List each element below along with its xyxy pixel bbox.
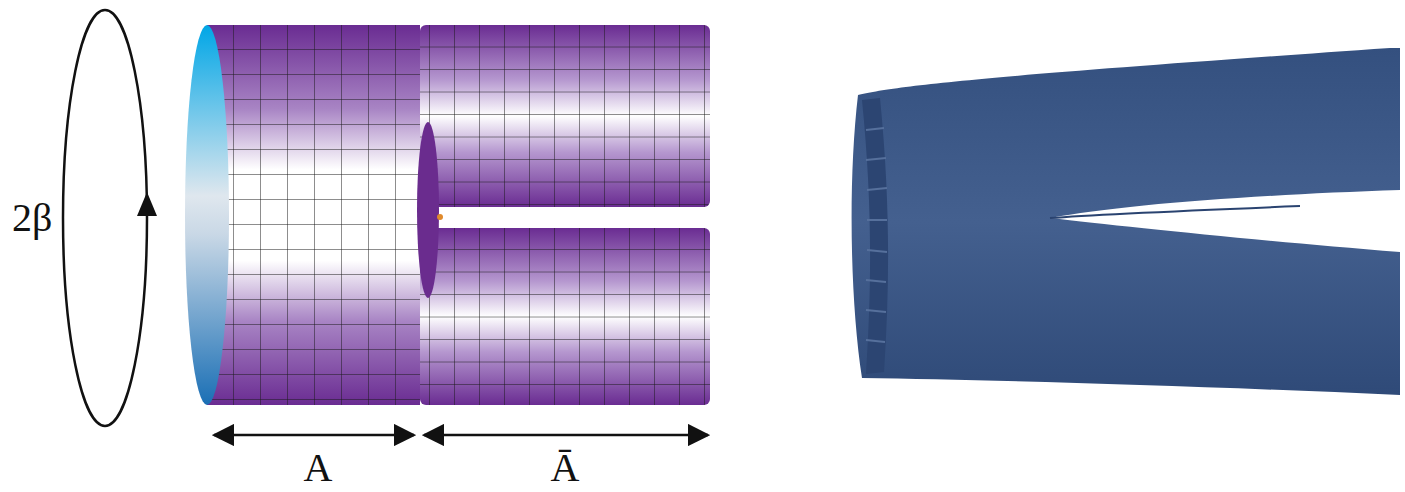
lower-grid	[420, 228, 710, 405]
waistband	[862, 98, 888, 374]
period-label: 2β	[12, 198, 52, 238]
trousers	[852, 48, 1400, 395]
upper-grid	[420, 25, 710, 207]
trunk-grid	[207, 25, 420, 405]
waistband-folds	[866, 128, 887, 342]
dimension-arrow	[214, 434, 414, 437]
junction-disc	[417, 122, 439, 298]
end-cap	[185, 25, 229, 405]
lower-tube	[420, 228, 710, 405]
dimension-arrow	[424, 434, 708, 437]
junction-point	[437, 214, 443, 220]
region-label: Ā	[551, 448, 580, 488]
region-label: A	[304, 448, 333, 488]
arrow-head	[137, 192, 157, 216]
seam	[1050, 206, 1300, 218]
loop-arrow	[63, 10, 147, 426]
upper-tube	[420, 25, 710, 207]
trunk-tube	[207, 25, 420, 405]
